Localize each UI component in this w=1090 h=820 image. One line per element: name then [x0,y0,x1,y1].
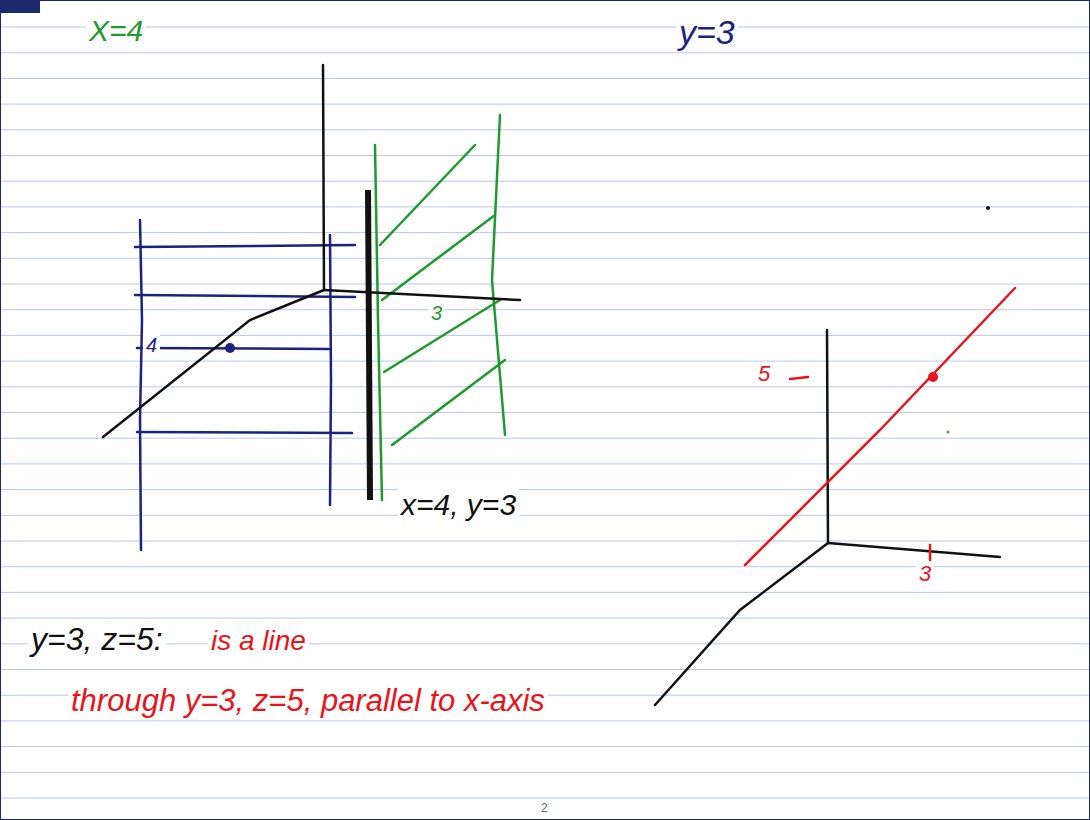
ruling-line [0,669,1090,670]
ruling-line [0,309,1090,310]
ruling-line [0,772,1090,773]
ruling-line [0,798,1090,799]
corner-tab [0,0,40,13]
stray-dot [986,206,990,210]
ruling-line [0,746,1090,747]
page-number: 2 [538,802,551,815]
axis-value: 3 [428,302,445,324]
line-equation: y=3, z=5: [28,622,166,657]
green-plane [375,115,505,500]
ruling-line [0,438,1090,439]
axis-value: 5 [755,362,773,386]
red-line [745,288,1015,565]
note-text: is a line [208,626,309,657]
axis-value: 4 [143,334,160,356]
ruling-line [0,129,1090,130]
point-dot [225,343,235,353]
ruling-line [0,720,1090,721]
ruling-line [0,361,1090,362]
point-dot [928,372,938,382]
ruling-line [0,463,1090,464]
ruled-paper [0,27,1090,798]
ruling-line [0,386,1090,387]
plane-equation: y=3 [676,14,738,51]
ruling-line [0,52,1090,53]
ruling-line [0,412,1090,413]
line-equation: x=4, y=3 [398,488,519,521]
ruling-line [0,284,1090,285]
intersection-line [368,190,370,500]
ruling-line [0,206,1090,207]
ruling-line [0,258,1090,259]
plane-equation: X=4 [86,14,146,47]
stray-dot [947,431,950,434]
axes [655,330,1000,705]
ruling-line [0,515,1090,516]
ruling-line [0,27,1090,28]
ruling-line [0,335,1090,336]
ruling-line [0,181,1090,182]
note-text: through y=3, z=5, parallel to x-axis [68,684,548,718]
ruling-line [0,232,1090,233]
ruling-line [0,592,1090,593]
axis-value: 3 [916,562,934,586]
ruling-line [0,489,1090,490]
axes [103,65,520,437]
ruling-line [0,104,1090,105]
ruling-line [0,541,1090,542]
ruling-line [0,618,1090,619]
ruling-line [0,78,1090,79]
ruling-line [0,155,1090,156]
